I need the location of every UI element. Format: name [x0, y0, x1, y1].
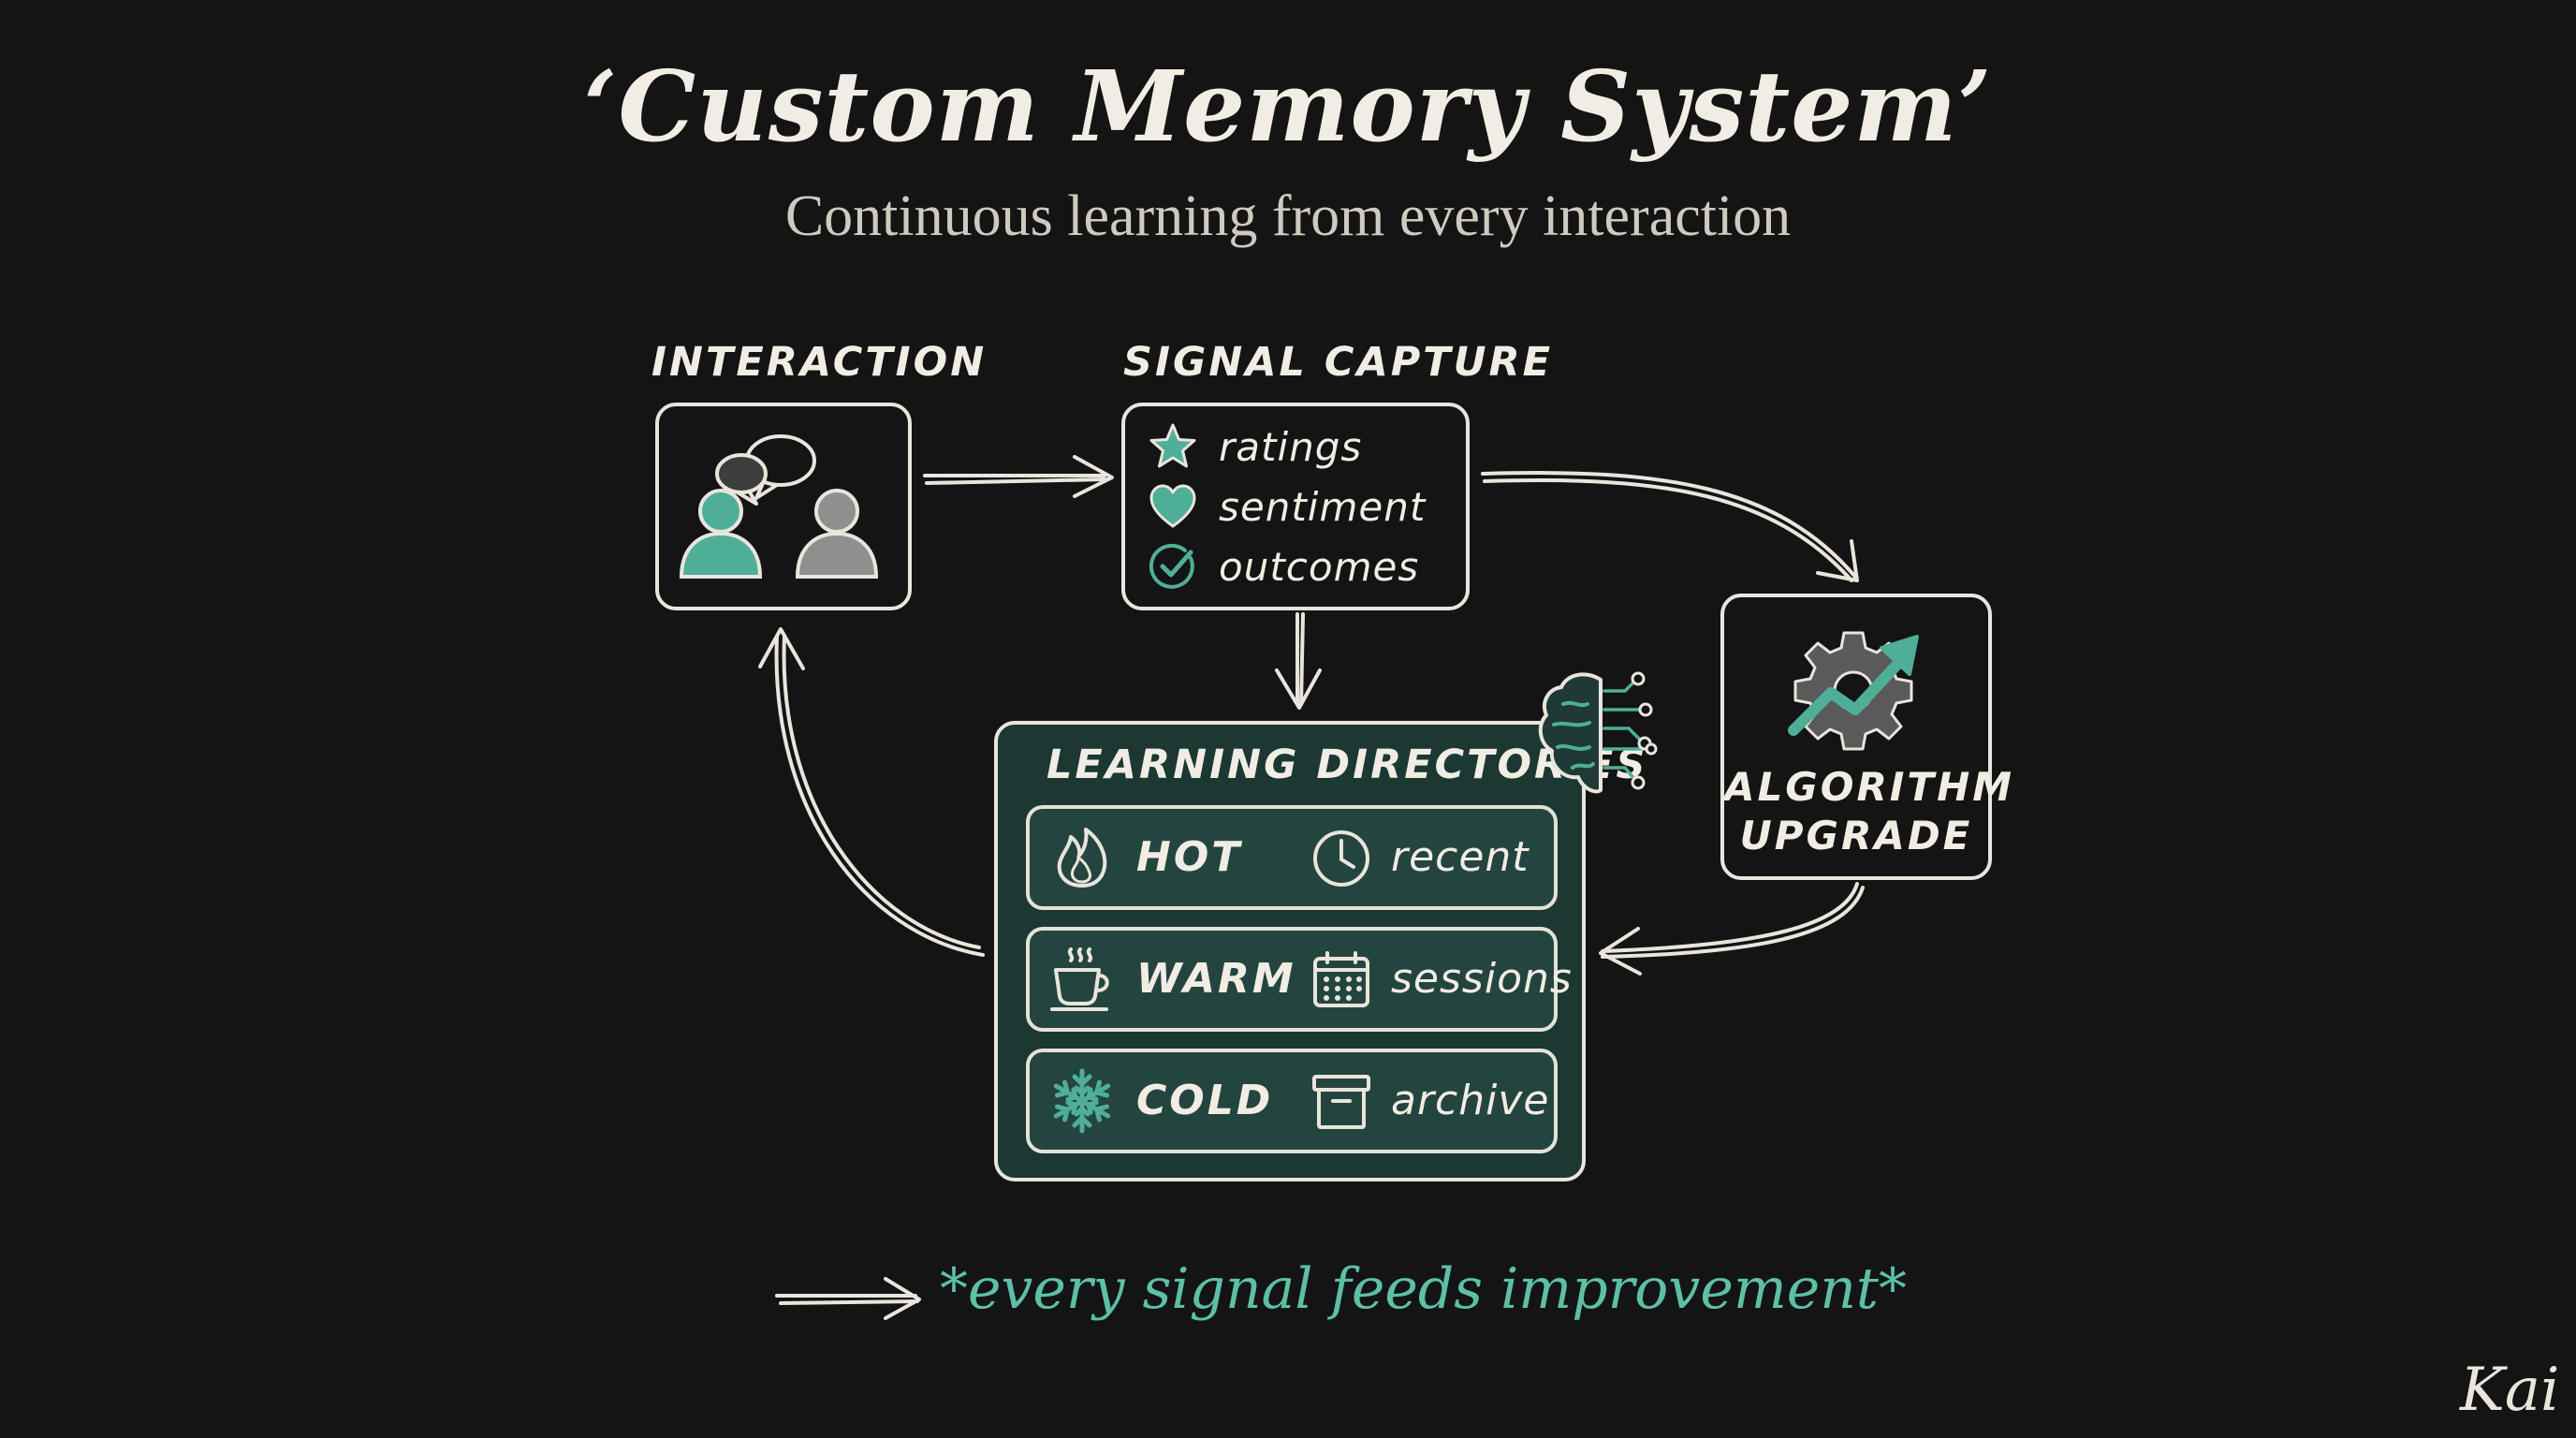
signal-capture-node[interactable]: ratings sentiment outcomes — [1121, 403, 1470, 610]
tier-warm[interactable]: WARM sessions — [1026, 927, 1572, 1032]
page-title: ‘Custom Memory System’ — [583, 49, 1993, 164]
arrow-signal-to-learning — [1275, 612, 1322, 710]
learning-directories-node[interactable]: LEARNING DIRECTORIES HOT recent — [994, 721, 1645, 1181]
tier-name: COLD — [1136, 1077, 1274, 1124]
check-circle-icon — [1149, 543, 1194, 589]
tier-hot[interactable]: HOT recent — [1026, 805, 1558, 910]
learning-directories-label: LEARNING DIRECTORIES — [1046, 741, 1648, 788]
signal-item-ratings: ratings — [1148, 418, 1362, 476]
page-subtitle: Continuous learning from every interacti… — [784, 184, 1792, 248]
tier-name: WARM — [1136, 955, 1296, 1003]
coffee-cup-icon — [1050, 947, 1109, 1011]
clock-icon — [1313, 830, 1369, 887]
algorithm-label-line2: UPGRADE — [1739, 813, 1973, 858]
tier-cold[interactable]: COLD archive — [1026, 1049, 1558, 1153]
arrow-interaction-to-signal — [923, 455, 1114, 498]
author-signature: Kai — [2460, 1356, 2560, 1425]
interaction-node[interactable] — [655, 403, 912, 610]
brain-circuit-icon — [1538, 671, 1658, 794]
arrow-learning-to-interaction — [758, 627, 985, 957]
conversation-people-icon — [679, 434, 879, 579]
tier-meta: archive — [1391, 1077, 1550, 1124]
flame-icon — [1057, 828, 1107, 888]
arrow-footer — [775, 1277, 921, 1320]
archive-box-icon — [1312, 1075, 1370, 1129]
signal-item-outcomes: outcomes — [1148, 537, 1419, 595]
tier-meta: recent — [1391, 833, 1530, 881]
signal-item-text: outcomes — [1219, 543, 1420, 590]
arrow-signal-to-algorithm — [1481, 471, 1859, 582]
tier-meta: sessions — [1391, 955, 1573, 1003]
signal-item-text: sentiment — [1219, 483, 1427, 530]
algorithm-upgrade-node[interactable]: ALGORITHM UPGRADE — [1720, 594, 2015, 880]
star-icon — [1149, 423, 1196, 468]
calendar-icon — [1313, 951, 1369, 1007]
heart-icon — [1149, 484, 1196, 528]
tier-name: HOT — [1136, 833, 1243, 881]
algorithm-label-line1: ALGORITHM — [1724, 764, 2015, 810]
signal-item-sentiment: sentiment — [1148, 477, 1426, 536]
interaction-label: INTERACTION — [651, 339, 988, 386]
snowflake-icon — [1053, 1068, 1111, 1134]
gear-growth-icon — [1788, 631, 1919, 751]
signal-capture-label: SIGNAL CAPTURE — [1123, 339, 1553, 386]
signal-item-text: ratings — [1219, 423, 1363, 470]
arrow-algorithm-to-learning — [1599, 882, 1865, 976]
footer-note: *every signal feeds improvement* — [940, 1256, 1907, 1322]
